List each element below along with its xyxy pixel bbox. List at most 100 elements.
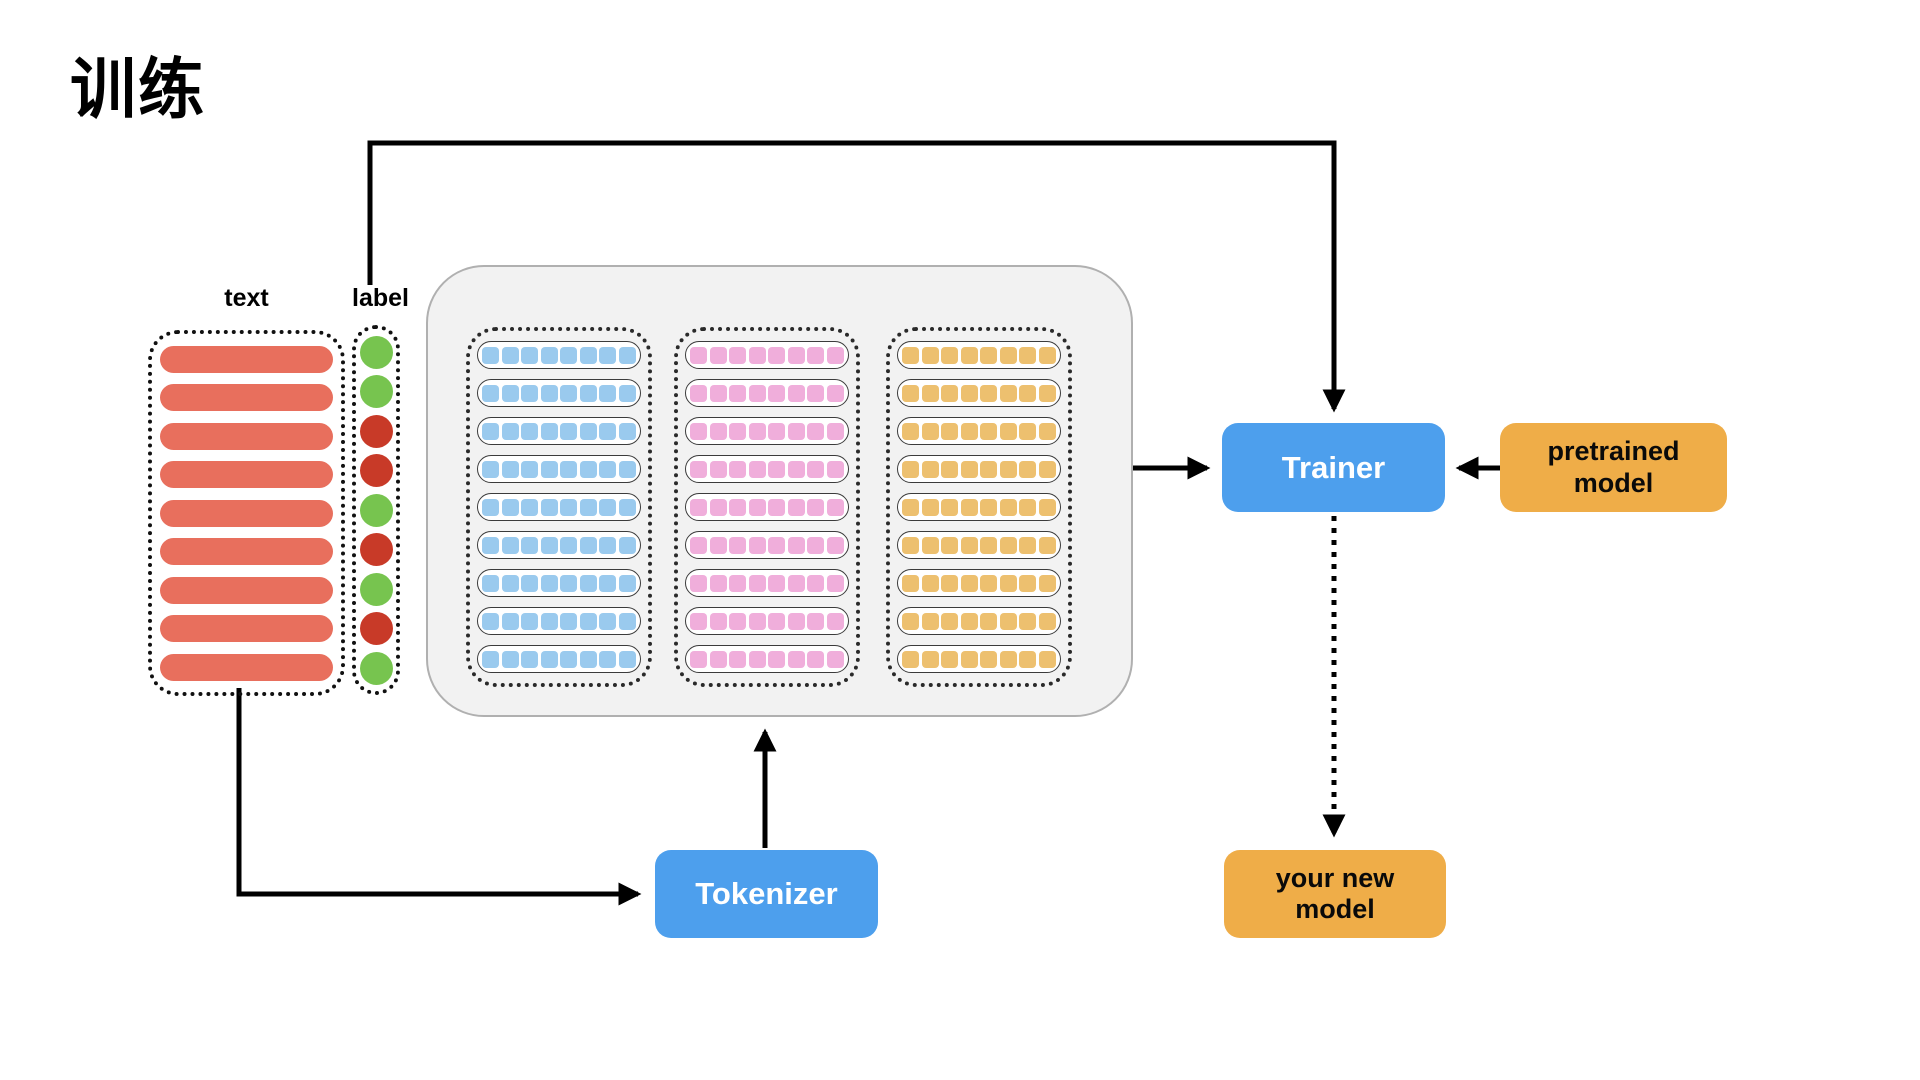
token-cell	[618, 460, 636, 478]
token-cell	[1019, 384, 1037, 402]
token-cell	[560, 460, 578, 478]
token-cell	[787, 422, 805, 440]
text-bar	[160, 422, 333, 450]
token-cell	[960, 536, 978, 554]
token-cell	[980, 384, 998, 402]
token-cell	[690, 536, 708, 554]
token-cell	[521, 612, 539, 630]
label-dot-red	[359, 533, 393, 566]
token-pill	[477, 645, 641, 673]
token-cell	[748, 536, 766, 554]
token-pill	[477, 455, 641, 483]
token-cell	[560, 536, 578, 554]
token-pill	[685, 455, 849, 483]
token-cell	[540, 498, 558, 516]
token-cell	[599, 460, 617, 478]
token-pill	[685, 645, 849, 673]
token-cell	[826, 650, 844, 668]
token-cell	[690, 384, 708, 402]
token-cell	[960, 422, 978, 440]
token-cell	[521, 384, 539, 402]
token-cell	[902, 536, 920, 554]
token-cell	[709, 346, 727, 364]
token-cell	[521, 346, 539, 364]
token-cell	[768, 384, 786, 402]
token-cell	[690, 346, 708, 364]
token-cell	[748, 612, 766, 630]
token-cell	[768, 650, 786, 668]
arrow-label-to-trainer	[367, 140, 1346, 413]
token-cell	[1019, 612, 1037, 630]
token-cell	[980, 650, 998, 668]
token-cell	[501, 574, 519, 592]
token-cell	[599, 346, 617, 364]
token-cell	[999, 612, 1017, 630]
label-dot-green	[359, 651, 393, 685]
token-cell	[560, 612, 578, 630]
token-cell	[729, 650, 747, 668]
token-cell	[787, 460, 805, 478]
token-cell	[1019, 346, 1037, 364]
token-cell	[482, 536, 500, 554]
token-cell	[980, 574, 998, 592]
token-cell	[921, 650, 939, 668]
text-bar	[160, 461, 333, 488]
token-cell	[1019, 574, 1037, 592]
token-cell	[999, 536, 1017, 554]
token-cell	[729, 422, 747, 440]
token-cell	[980, 346, 998, 364]
token-cell	[599, 574, 617, 592]
token-cell	[482, 612, 500, 630]
token-cell	[599, 422, 617, 440]
token-cell	[560, 346, 578, 364]
token-cell	[618, 422, 636, 440]
token-cell	[902, 498, 920, 516]
token-cell	[768, 346, 786, 364]
token-cell	[729, 498, 747, 516]
token-cell	[921, 384, 939, 402]
token-cell	[540, 422, 558, 440]
token-cell	[1038, 346, 1056, 364]
token-cell	[709, 460, 727, 478]
token-pill	[897, 531, 1061, 559]
token-cell	[826, 422, 844, 440]
token-cell	[941, 460, 959, 478]
token-cell	[1019, 460, 1037, 478]
token-cell	[1038, 498, 1056, 516]
label-dot-red	[359, 414, 393, 448]
token-cell	[599, 498, 617, 516]
token-cell	[921, 612, 939, 630]
token-cell	[807, 612, 825, 630]
token-cell	[1019, 498, 1037, 516]
token-cell	[560, 422, 578, 440]
token-cell	[960, 612, 978, 630]
token-cell	[999, 650, 1017, 668]
token-cell	[902, 650, 920, 668]
token-cell	[709, 536, 727, 554]
token-cell	[941, 346, 959, 364]
token-cell	[1019, 536, 1037, 554]
token-cell	[482, 650, 500, 668]
token-cell	[579, 384, 597, 402]
token-cell	[618, 612, 636, 630]
token-cell	[941, 384, 959, 402]
token-cell	[921, 574, 939, 592]
token-cell	[921, 536, 939, 554]
token-cell	[618, 498, 636, 516]
token-cell	[807, 460, 825, 478]
token-cell	[980, 498, 998, 516]
pretrained-model-node: pretrained model	[1500, 423, 1727, 512]
token-cell	[941, 650, 959, 668]
token-cell	[599, 612, 617, 630]
token-cell	[618, 574, 636, 592]
token-cell	[1019, 422, 1037, 440]
token-column-token-type-ids	[674, 327, 860, 687]
token-cell	[690, 422, 708, 440]
token-cell	[501, 536, 519, 554]
text-column-label: text	[224, 284, 269, 312]
token-cell	[902, 346, 920, 364]
token-cell	[540, 346, 558, 364]
token-pill	[685, 531, 849, 559]
